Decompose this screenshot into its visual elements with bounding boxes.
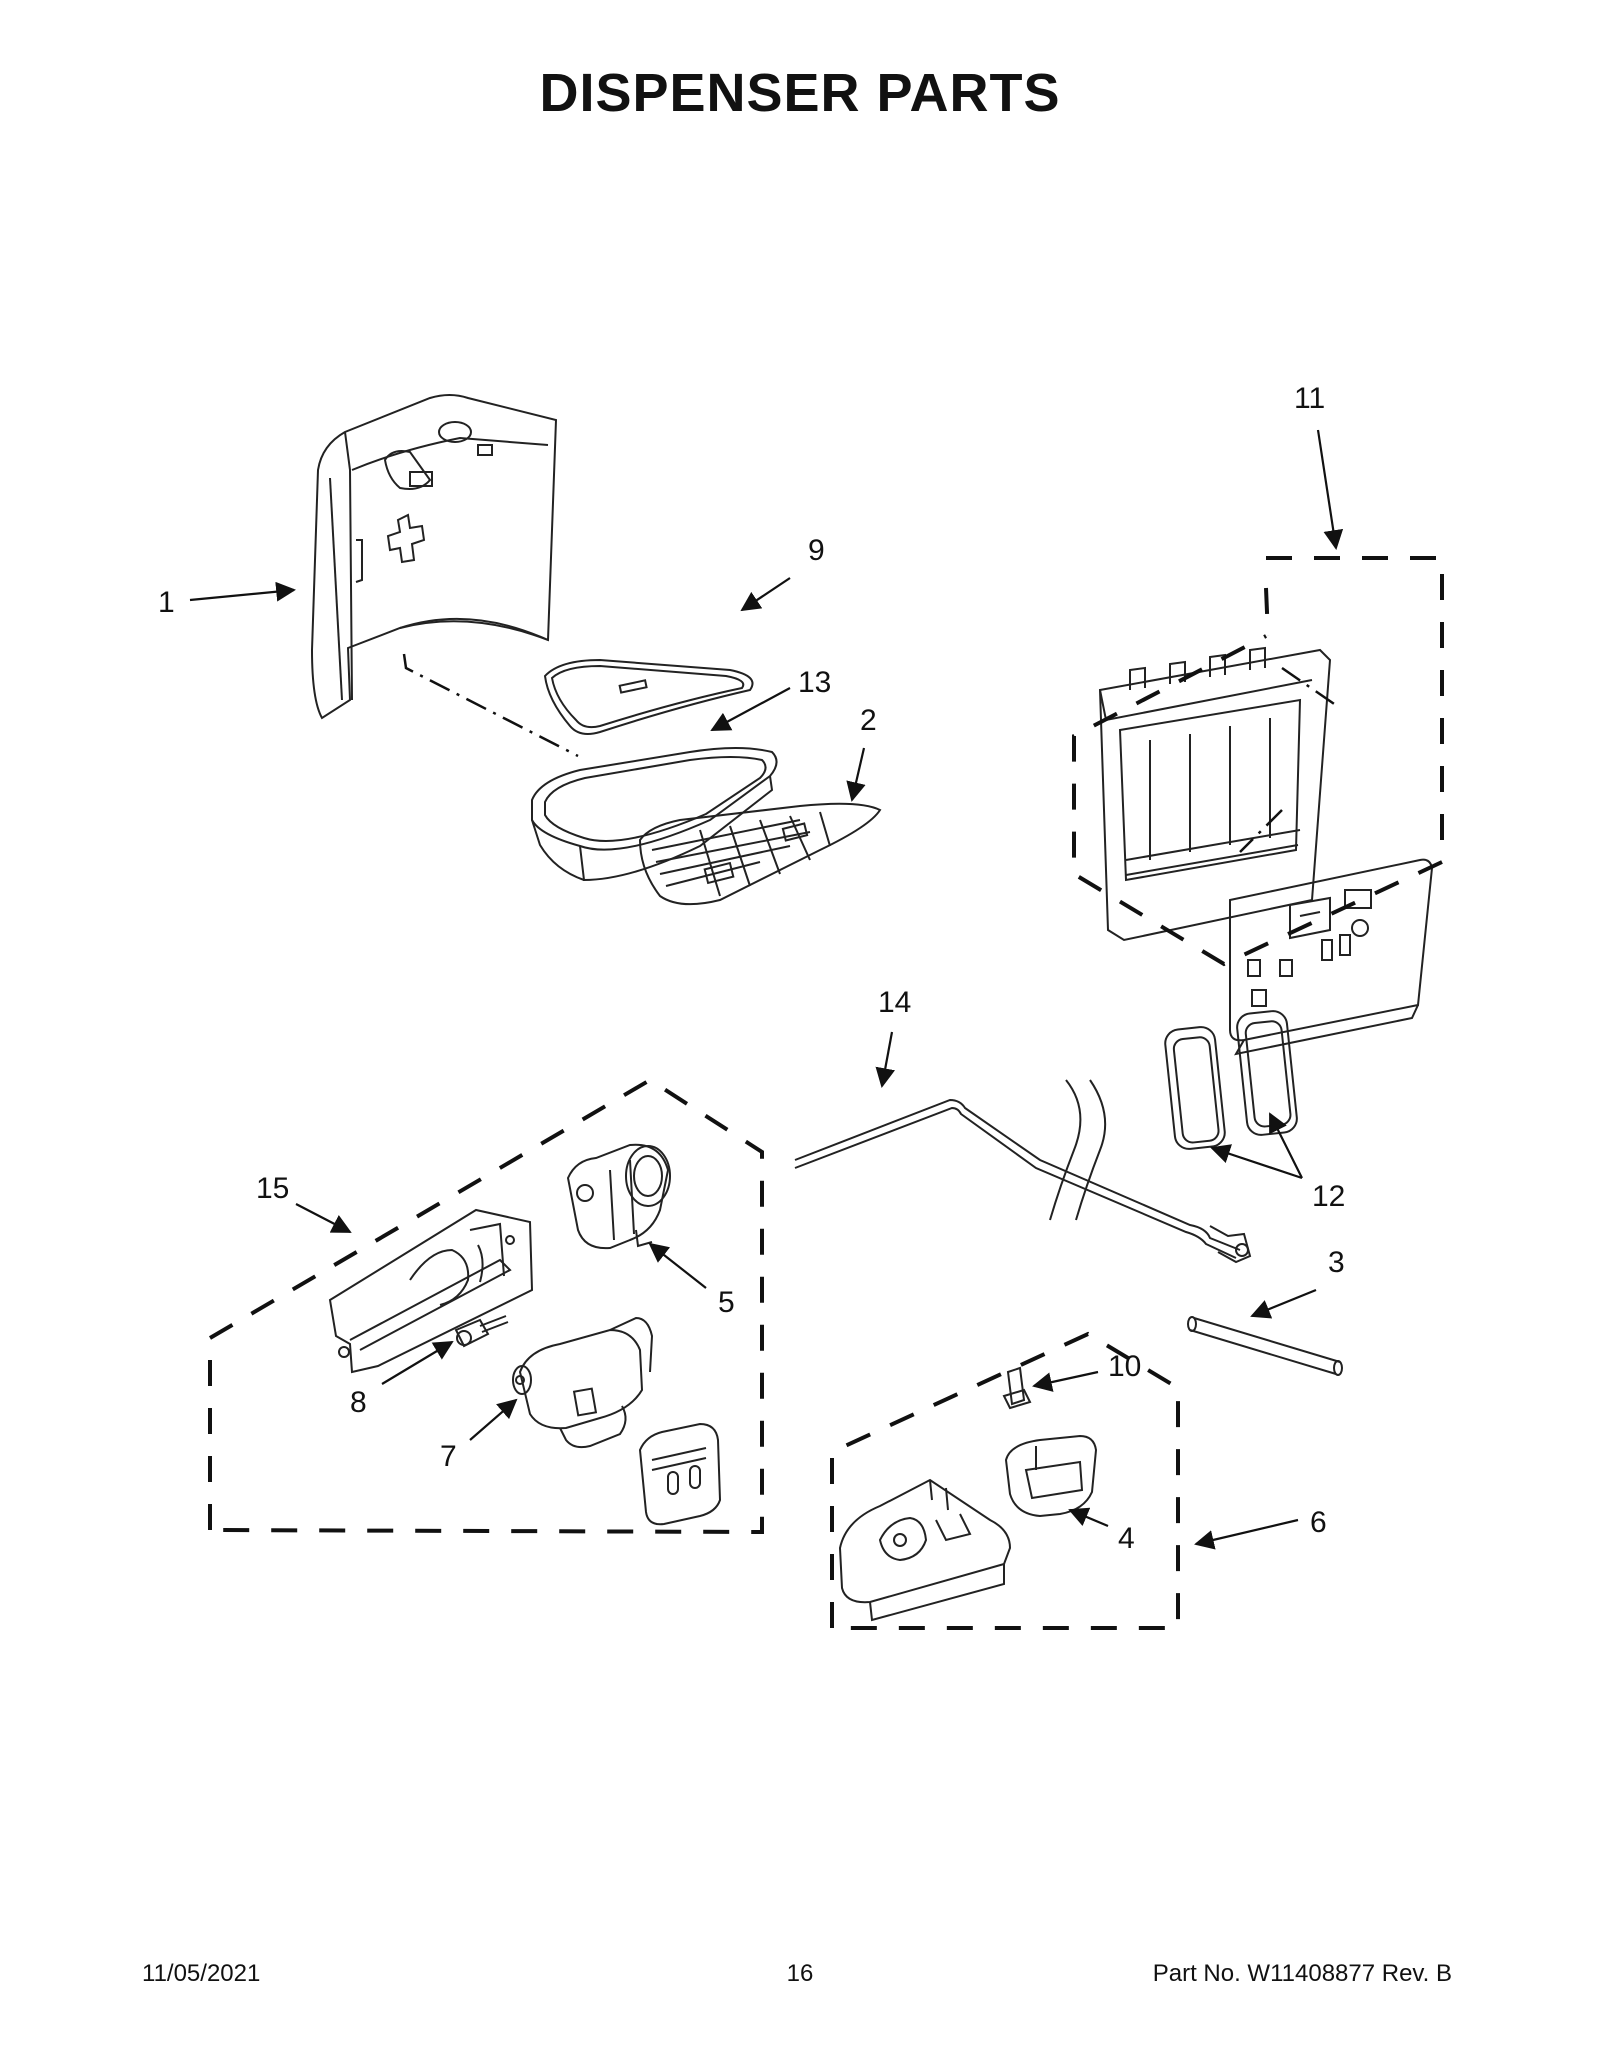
callout-10: 10 (1108, 1350, 1141, 1383)
part-1-dispenser-housing (310, 394, 558, 720)
leader-3 (1250, 1288, 1317, 1319)
callout-9: 9 (808, 534, 825, 567)
leader-12a (1210, 1144, 1303, 1180)
leader-15 (295, 1203, 352, 1233)
leader-7 (469, 1398, 518, 1441)
callout-14: 14 (878, 986, 911, 1019)
part-2-drip-tray-grille (638, 802, 882, 906)
leader-1 (189, 581, 296, 602)
part-9-trim (543, 658, 754, 735)
part-3-rod (1187, 1316, 1343, 1376)
part-8-screw (454, 1315, 509, 1348)
leader-13 (710, 687, 791, 731)
part-15-switch-cover (638, 1422, 722, 1526)
part-14-tube (794, 1079, 1252, 1264)
part-4-cup (1004, 1434, 1098, 1518)
leader-14 (875, 1031, 895, 1088)
callout-6: 6 (1310, 1506, 1327, 1539)
leader-4 (1068, 1507, 1109, 1528)
part-10-switch (1002, 1366, 1032, 1410)
callout-11: 11 (1294, 382, 1325, 415)
footer-part-number: Part No. W11408877 Rev. B (1152, 1960, 1452, 1987)
leader-12b (1269, 1112, 1303, 1179)
callout-12: 12 (1312, 1180, 1345, 1213)
leader-8 (381, 1340, 454, 1385)
leader-11 (1316, 429, 1344, 550)
alignment-line-housing (402, 653, 579, 758)
callout-4: 4 (1118, 1522, 1135, 1555)
part-15-bracket (328, 1208, 534, 1374)
part-13-chute-base (531, 747, 778, 882)
leader-5 (648, 1242, 707, 1289)
part-11-control-interface (1098, 646, 1434, 1056)
callout-13: 13 (798, 666, 831, 699)
footer-page-number: 16 (786, 1960, 814, 1987)
callout-15: 15 (256, 1172, 289, 1205)
page-title: DISPENSER PARTS (539, 63, 1061, 123)
leader-2 (846, 747, 866, 802)
callout-7: 7 (440, 1440, 457, 1473)
callout-5: 5 (718, 1286, 735, 1319)
leader-6 (1194, 1518, 1299, 1550)
footer-date: 11/05/2021 (142, 1960, 261, 1987)
leader-9 (740, 577, 791, 612)
callout-2: 2 (860, 704, 877, 737)
alignment-line-interface (1239, 666, 1341, 853)
callout-8: 8 (350, 1386, 367, 1419)
leader-10 (1032, 1370, 1099, 1392)
callout-1: 1 (158, 586, 175, 619)
group-15-outline (208, 1077, 764, 1535)
part-5-motor (566, 1143, 671, 1250)
group-11-outline (1072, 556, 1444, 967)
group-6-outline (830, 1331, 1180, 1630)
callout-3: 3 (1328, 1246, 1345, 1279)
part-7-actuator (512, 1316, 654, 1449)
part-6-base (838, 1478, 1012, 1622)
